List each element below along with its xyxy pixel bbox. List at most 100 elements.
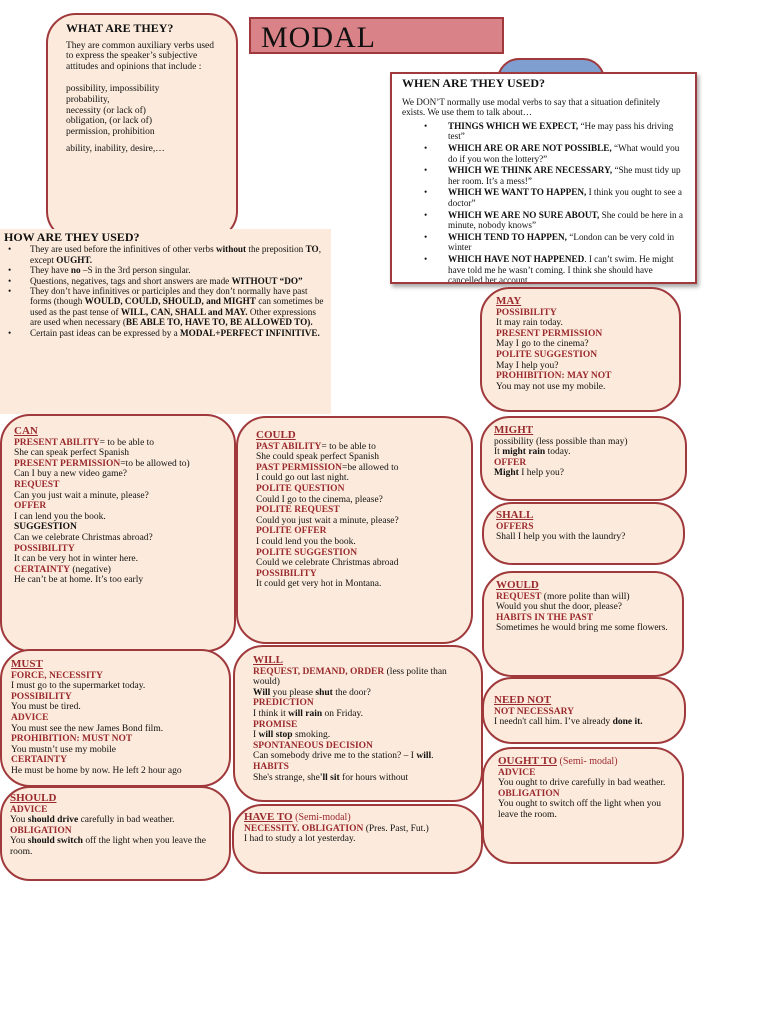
when-are-they-used-box: WHEN ARE THEY USED? We DON’T normally us… [390,72,697,284]
modal-heading: MAY [496,296,665,308]
modal-line: I could go out last night. [256,473,453,484]
body-text: I could go out last night. [256,473,349,484]
body-text: They have [30,265,71,276]
body-text: I had to study a lot yesterday. [244,834,356,845]
modal-line: POSSIBILITY [11,692,220,703]
body-text: You must see the new James Bond film. [11,723,164,734]
modal-line: I could lend you the book. [256,537,453,548]
body-text: (negative) [69,564,111,575]
modal-line: I needn't call him. I’ve already done it… [494,717,674,728]
when-item-key: THINGS WHICH WE EXPECT, [448,120,579,131]
modal-line: POLITE SUGGESTION [496,350,665,361]
usage-label: HABITS [253,761,289,772]
usage-label: NOT NECESSARY [494,706,574,717]
modal-line: You must see the new James Bond film. [11,724,220,735]
modal-line: OFFER [14,501,222,512]
emphasis-text: MODAL+PERFECT INFINITIVE. [180,327,320,338]
modal-line: He must be home by now. He left 2 hour a… [11,766,220,777]
usage-label: OBLIGATION [10,825,72,836]
usage-label: ADVICE [11,712,49,723]
modal-heading: CAN [14,426,222,438]
body-text: (more polite than will) [541,591,630,602]
modal-title: COULD [256,429,296,441]
emphasis-text: no [70,265,81,276]
body-text: Would you shut the door, please? [496,602,623,613]
modal-line: NOT NECESSARY [494,707,674,718]
body-text: I [253,730,259,741]
emphasis-text: might rain [502,447,546,458]
modal-line: I had to study a lot yesterday. [244,834,471,845]
modal-line: Could I go to the cinema, please? [256,495,453,506]
what-item: ability, inability, desire,… [66,144,165,155]
emphasis-text: TO [305,244,319,255]
when-item-text: . I can’t swim. He might have told me he… [448,253,674,284]
usage-label: REQUEST [496,591,542,602]
emphasis-text: shut [315,687,333,698]
modal-title: SHALL [496,509,534,521]
modal-line: POSSIBILITY [256,569,453,580]
modal-line: PAST PERMISSION=be allowed to [256,463,453,474]
how-item: Questions, negatives, tags and short ans… [8,276,327,287]
emphasis-text: SUGGESTION [14,522,77,533]
modal-line: I must go to the supermarket today. [11,681,220,692]
when-item: WHICH ARE OR ARE NOT POSSIBLE, “What wou… [424,142,685,164]
modal-line: Can somebody drive me to the station? – … [253,751,463,762]
modal-title: NEED NOT [494,694,552,706]
how-list: They are used before the infinitives of … [4,244,327,338]
body-text: . [431,751,434,762]
emphasis-text: without [215,244,247,255]
body-text: She's strange, she [253,772,320,783]
emphasis-text: Might [494,468,519,479]
body-text: Can you just wait a minute, please? [14,490,149,501]
modal-heading: HAVE TO (Semi-modal) [244,812,471,824]
modal-line: You should drive carefully in bad weathe… [10,815,221,826]
what-item: necessity (or lack of) [66,105,146,116]
usage-label: POSSIBILITY [256,568,317,579]
modal-line: May I help you? [496,361,665,372]
when-item-text: “What would you do if you won the lotter… [448,142,680,164]
emphasis-text: WOULD, COULD, SHOULD, and MIGHT [84,296,256,307]
body-text: I help you? [518,468,564,479]
body-text: the door? [332,687,371,698]
modal-line: She could speak perfect Spanish [256,452,453,463]
how-item: They don’t have infinitives or participl… [8,286,327,328]
modal-line: OFFER [494,458,673,469]
modal-line: ADVICE [10,805,221,816]
modal-title: HAVE TO [244,811,293,823]
modal-line: POLITE SUGGESTION [256,548,453,559]
usage-label: POLITE QUESTION [256,483,345,494]
when-item: WHICH WE WANT TO HAPPEN, I think you oug… [424,187,685,208]
when-item: WHICH TEND TO HAPPEN, “London can be ver… [424,232,685,253]
modal-line: She's strange, she'll sit for hours with… [253,773,463,784]
modal-line: You should switch off the light when you… [10,836,221,857]
title-banner: MODAL [249,17,504,54]
body-text: You ought to switch off the light when y… [498,799,661,820]
body-text: She could speak perfect Spanish [256,452,379,463]
when-intro: We DON’T normally use modal verbs to say… [402,96,661,118]
modal-line: CERTAINTY [11,755,220,766]
usage-label: PROHIBITION: MUST NOT [11,734,133,745]
usage-label: PRESENT PERMISSION [496,328,603,339]
modal-line: You ought to drive carefully in bad weat… [498,778,668,789]
modal-line: POSSIBILITY [496,308,665,319]
modal-title: OUGHT TO [498,755,557,767]
when-item-text: “He may pass his driving test” [448,120,674,142]
when-item: WHICH HAVE NOT HAPPENED. I can’t swim. H… [424,253,685,284]
usage-label: PROHIBITION: MAY NOT [496,371,612,382]
modal-title: WILL [253,654,283,666]
body-text: They don’t have infinitives or participl… [30,286,308,307]
modal-line: You must be tired. [11,702,220,713]
body-text: May I go to the cinema? [496,339,589,350]
modal-line: You mustn’t use my mobile [11,745,220,756]
when-item-key: WHICH ARE OR ARE NOT POSSIBLE, [448,142,612,153]
usage-label: POSSIBILITY [496,307,557,318]
emphasis-text: done it. [612,717,643,728]
modal-line: NECESSITY. OBLIGATION (Pres. Past, Fut.) [244,824,471,835]
modal-heading: MIGHT [494,425,673,437]
body-text: You [10,815,28,826]
emphasis-text: Will [253,687,271,698]
